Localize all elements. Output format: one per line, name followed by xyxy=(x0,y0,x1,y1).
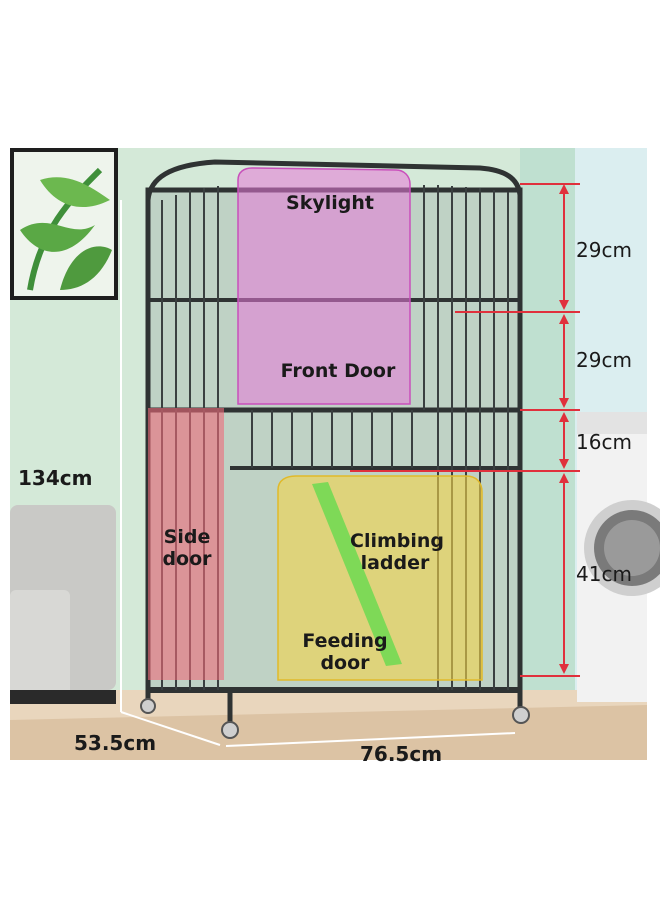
feeding-door-label: Feeding door xyxy=(300,630,390,674)
skylight-label: Skylight xyxy=(286,192,374,214)
width-dimension: 76.5cm xyxy=(360,742,443,766)
washing-machine xyxy=(577,412,660,702)
climbing-ladder xyxy=(312,482,402,666)
front-door-label: Front Door xyxy=(280,360,396,382)
side-door-label-line1: Side xyxy=(163,526,211,548)
skylight-front-door-overlay xyxy=(237,167,411,405)
climbing-ladder-label: Climbing ladder xyxy=(350,530,445,574)
sofa xyxy=(10,505,116,704)
depth-dimension: 53.5cm xyxy=(74,731,157,755)
side-door-overlay xyxy=(148,408,224,680)
side-door-label: Side door xyxy=(150,526,224,570)
side-door-label-line2: door xyxy=(162,548,212,570)
climbing-ladder-label-line2: ladder xyxy=(360,552,430,574)
wheels xyxy=(140,698,530,739)
tier-2-height: 29cm xyxy=(576,348,632,372)
tier-3-height: 16cm xyxy=(576,430,632,454)
total-height: 134cm xyxy=(18,466,93,490)
tier-4-height: 41cm xyxy=(576,562,632,586)
dimension-lines xyxy=(120,183,580,747)
feeding-door-overlay xyxy=(277,475,483,681)
feeding-door-label-line1: Feeding xyxy=(302,630,388,652)
plant-picture xyxy=(10,148,118,300)
climbing-ladder-label-line1: Climbing xyxy=(350,530,445,552)
tier-1-height: 29cm xyxy=(576,238,632,262)
feeding-door-label-line2: door xyxy=(320,652,370,674)
